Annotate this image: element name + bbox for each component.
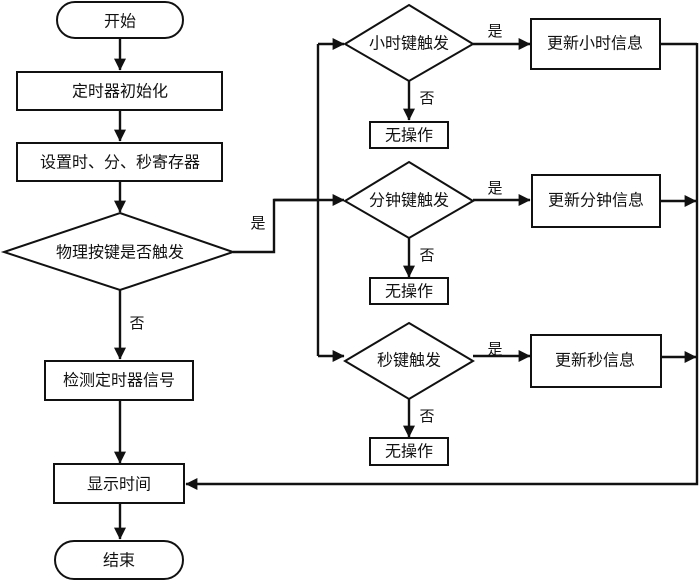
hour-key-diamond <box>343 3 475 83</box>
node-start[interactable]: 开始 <box>56 1 184 39</box>
key-check-yes-label: 是 <box>250 214 265 232</box>
noop-second-box <box>369 437 449 466</box>
noop-second-label: 无操作 <box>385 442 433 461</box>
node-update-hour[interactable]: 更新小时信息 <box>530 18 661 70</box>
display-time-box <box>53 463 185 504</box>
node-detect-timer[interactable]: 检测定时器信号 <box>44 360 194 401</box>
node-key-check[interactable]: 物理按键是否触发 <box>0 211 237 292</box>
hour-key-yes-label: 是 <box>487 22 502 40</box>
start-terminal-shape <box>56 1 184 39</box>
update-hour-box <box>530 18 661 70</box>
edge-labels: 是 否 是 否 是 否 是 否 <box>129 22 502 425</box>
end-label: 结束 <box>103 551 135 570</box>
set-registers-box <box>16 142 223 182</box>
noop-minute-box <box>369 277 449 305</box>
minute-key-no-label: 否 <box>419 246 434 264</box>
detect-timer-label: 检测定时器信号 <box>63 371 175 390</box>
hour-key-label: 小时键触发 <box>369 34 449 53</box>
node-set-registers[interactable]: 设置时、分、秒寄存器 <box>16 142 223 182</box>
second-key-label: 秒键触发 <box>377 351 441 370</box>
connectors <box>114 38 699 540</box>
minute-key-diamond <box>343 160 475 240</box>
key-check-no-label: 否 <box>129 314 144 332</box>
node-noop-hour[interactable]: 无操作 <box>369 121 449 149</box>
second-key-diamond <box>343 321 475 401</box>
minute-key-label: 分钟键触发 <box>369 191 449 210</box>
node-hour-key[interactable]: 小时键触发 <box>343 3 475 83</box>
start-label: 开始 <box>104 12 136 31</box>
update-second-box <box>530 334 662 388</box>
edge-key-check-yes <box>233 198 318 254</box>
node-update-second[interactable]: 更新秒信息 <box>530 334 662 388</box>
second-key-no-label: 否 <box>419 407 434 425</box>
node-timer-init[interactable]: 定时器初始化 <box>16 71 223 111</box>
end-terminal-shape <box>54 540 184 580</box>
node-second-key[interactable]: 秒键触发 <box>343 321 475 401</box>
update-second-label: 更新秒信息 <box>555 351 635 370</box>
detect-timer-box <box>44 360 194 401</box>
hour-key-no-label: 否 <box>419 89 434 107</box>
timer-init-box <box>16 71 223 111</box>
node-display-time[interactable]: 显示时间 <box>53 463 185 504</box>
bus-right-return <box>185 43 699 490</box>
node-minute-key[interactable]: 分钟键触发 <box>343 160 475 240</box>
update-minute-label: 更新分钟信息 <box>548 191 644 210</box>
minute-key-yes-label: 是 <box>487 179 502 197</box>
set-registers-label: 设置时、分、秒寄存器 <box>40 153 200 172</box>
key-check-diamond <box>0 211 237 292</box>
node-end[interactable]: 结束 <box>54 540 184 580</box>
key-check-label: 物理按键是否触发 <box>56 243 184 262</box>
update-minute-box <box>531 174 661 228</box>
update-hour-label: 更新小时信息 <box>547 34 643 53</box>
second-key-yes-label: 是 <box>487 340 502 358</box>
noop-hour-box <box>369 121 449 149</box>
node-noop-second[interactable]: 无操作 <box>369 437 449 466</box>
display-time-label: 显示时间 <box>87 475 151 494</box>
node-noop-minute[interactable]: 无操作 <box>369 277 449 305</box>
timer-init-label: 定时器初始化 <box>72 82 168 101</box>
noop-minute-label: 无操作 <box>385 282 433 301</box>
noop-hour-label: 无操作 <box>385 126 433 145</box>
node-update-minute[interactable]: 更新分钟信息 <box>531 174 661 228</box>
